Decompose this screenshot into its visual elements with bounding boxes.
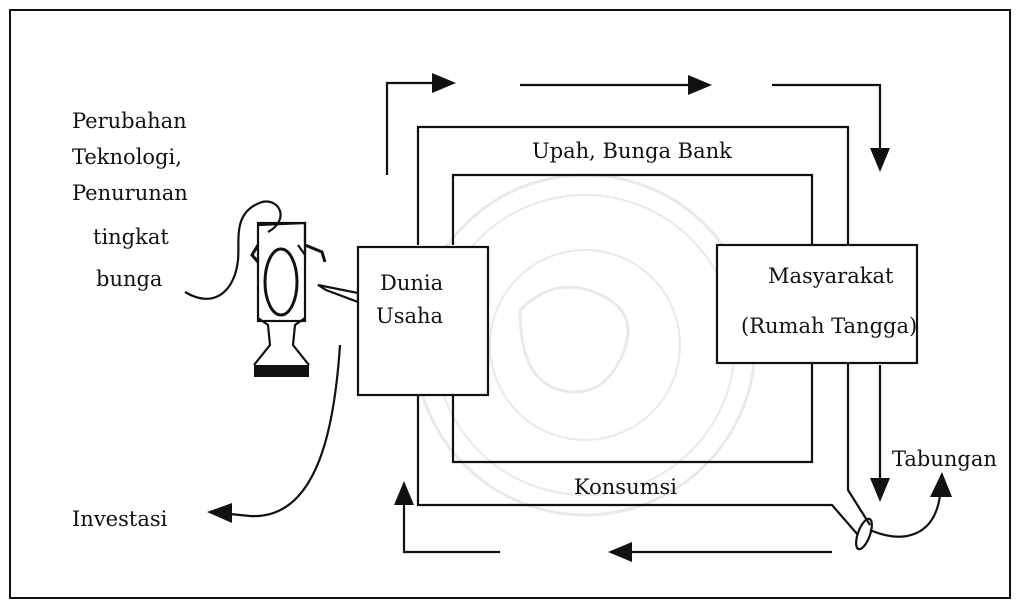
- upah-bunga-label: Upah, Bunga Bank: [532, 139, 732, 163]
- masyarakat-line2: (Rumah Tangga): [741, 314, 917, 338]
- masyarakat-line1: Masyarakat: [768, 264, 894, 288]
- tabungan-arrow: [870, 365, 890, 502]
- masyarakat-box: Masyarakat (Rumah Tangga): [717, 245, 917, 363]
- left-caption-line3: Penurunan: [72, 181, 188, 205]
- dunia-usaha-line1: Dunia: [380, 271, 443, 295]
- investasi-label: Investasi: [72, 507, 168, 531]
- tabungan-label: Tabungan: [892, 447, 997, 471]
- left-caption: Perubahan Teknologi, Penurunan tingkat b…: [72, 109, 188, 291]
- left-caption-line5: bunga: [96, 267, 162, 291]
- left-caption-line1: Perubahan: [72, 109, 187, 133]
- konsumsi-label: Konsumsi: [574, 475, 677, 499]
- dunia-usaha-box: Dunia Usaha: [358, 247, 488, 395]
- pump-valve-icon: [185, 202, 358, 377]
- dunia-usaha-line2: Usaha: [376, 304, 443, 328]
- left-caption-line2: Teknologi,: [72, 145, 182, 169]
- left-caption-line4: tingkat: [93, 225, 169, 249]
